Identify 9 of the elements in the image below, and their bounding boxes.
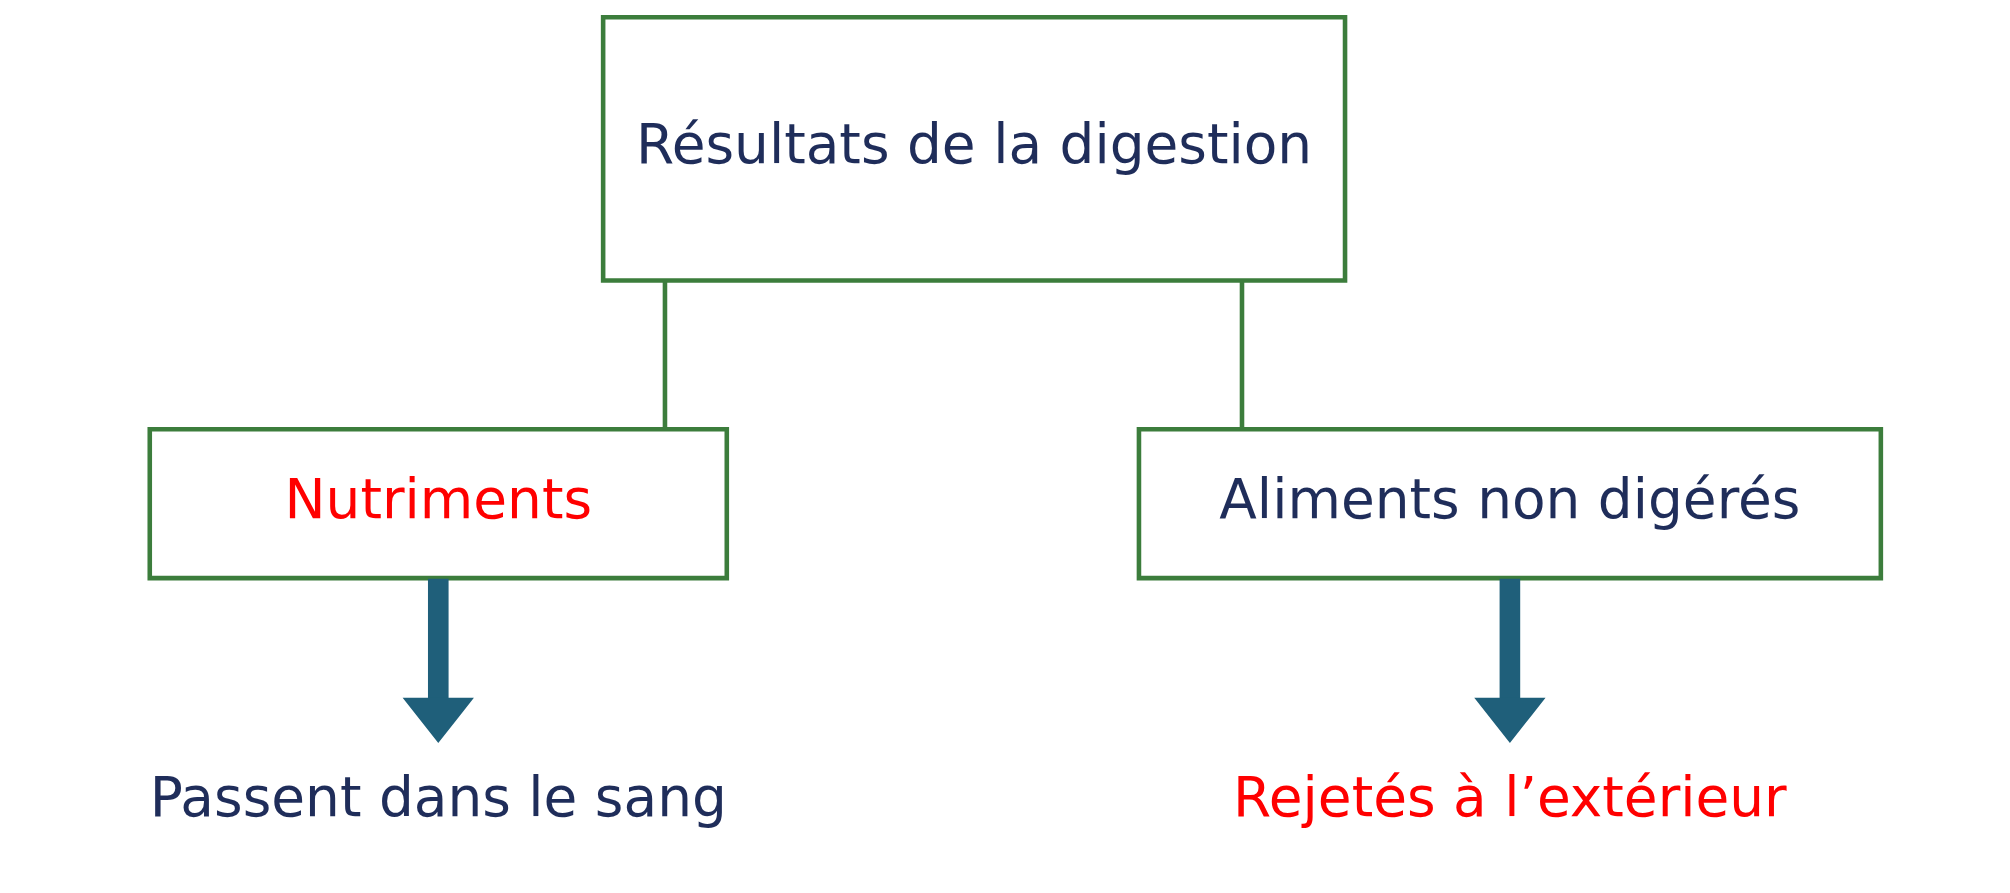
arrow	[402, 578, 474, 743]
connector	[662, 281, 668, 430]
node-box: Résultats de la digestion	[600, 14, 1348, 283]
node-text: Rejetés à l’extérieur	[1233, 764, 1787, 829]
node-box: Nutriments	[147, 427, 730, 581]
node-box: Aliments non digérés	[1136, 427, 1884, 581]
arrow	[1474, 578, 1546, 743]
node-text: Passent dans le sang	[149, 764, 727, 829]
connector	[1239, 281, 1245, 430]
